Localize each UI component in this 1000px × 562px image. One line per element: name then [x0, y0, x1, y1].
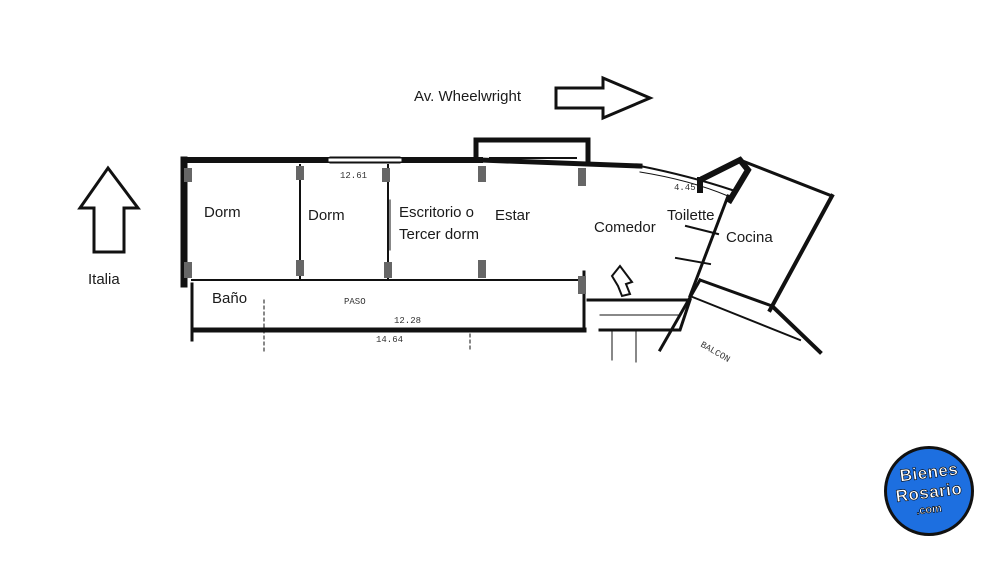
plan-walls [180, 137, 835, 363]
dimension-bottom-outer: 14.64 [376, 335, 403, 345]
dimension-top: 12.61 [340, 171, 367, 181]
room-label-estudio-line1: Escritorio o [399, 204, 475, 221]
room-label-estudio-line2: Tercer dorm [399, 226, 480, 243]
room-label-estar: Estar [495, 207, 531, 224]
brand-logo: Bienes Rosario .com [884, 446, 974, 536]
room-label-bano: Baño [212, 290, 248, 307]
room-label-estudio: Escritorio o Tercer dorm [399, 202, 479, 246]
street-label-left: Italia [88, 271, 120, 288]
street-arrow-up-icon [77, 165, 141, 254]
room-label-toilette: Toilette [667, 207, 715, 224]
annotation-paso: PASO [344, 297, 366, 307]
dimension-side: 4.45 [674, 183, 696, 193]
room-label-dorm-2: Dorm [308, 207, 345, 224]
room-label-comedor: Comedor [594, 219, 656, 236]
room-label-cocina: Cocina [726, 229, 773, 246]
annotation-balcon: BALCON [699, 340, 732, 365]
street-arrow-right-icon [554, 75, 654, 121]
room-label-dorm-1: Dorm [204, 204, 241, 221]
dimension-bottom-inner: 12.28 [394, 316, 421, 326]
street-label-top: Av. Wheelwright [414, 88, 521, 105]
